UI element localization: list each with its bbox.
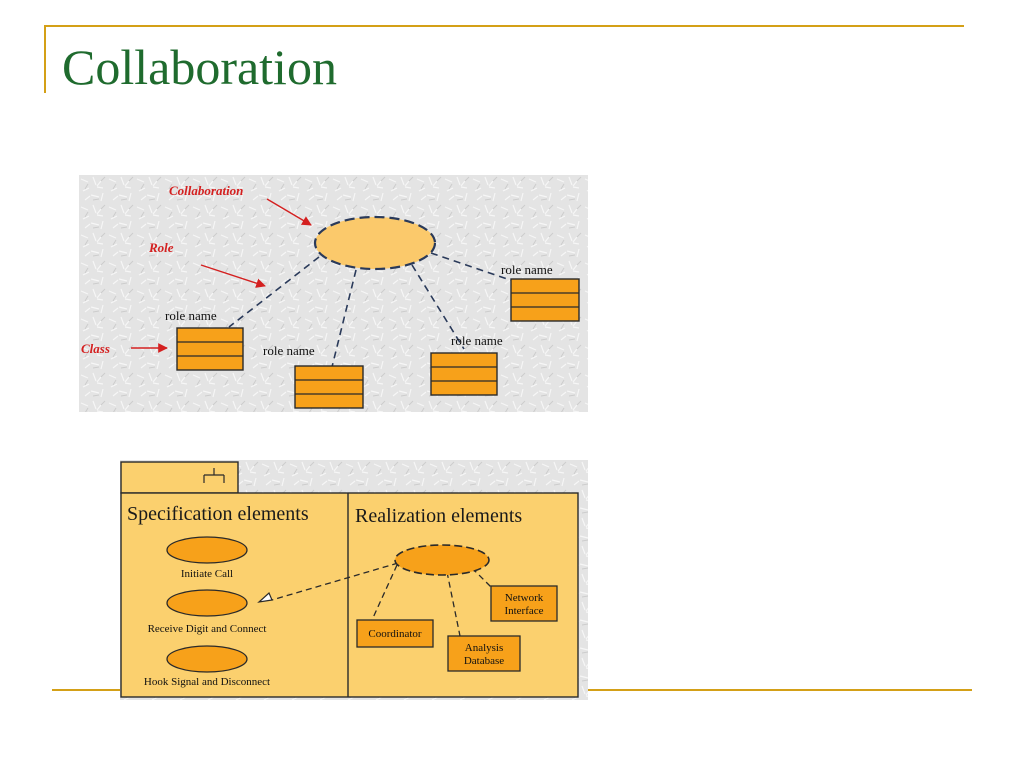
use-case-label: Receive Digit and Connect <box>148 623 267 635</box>
connector-analysis <box>446 571 461 637</box>
class-box-center <box>294 365 364 409</box>
class-box-right <box>430 352 498 396</box>
class-annotation: Class <box>81 341 110 356</box>
use-case-receive-digit <box>166 589 248 617</box>
role-name-label-far-right: role name <box>501 262 553 277</box>
class-label-analysis: Analysis <box>465 642 504 654</box>
collaboration-diagram: Collaboration Role Class role name role … <box>79 175 588 412</box>
role-name-label-center: role name <box>263 343 315 358</box>
class-box-far-right <box>510 278 580 322</box>
package-diagram-svg: Specification elements Realization eleme… <box>120 460 588 700</box>
class-label-interface: Interface <box>504 605 543 617</box>
collaboration-ellipse <box>394 544 490 576</box>
use-case-label: Initiate Call <box>181 568 233 580</box>
package-tab <box>120 461 239 494</box>
realization-dependency <box>271 562 399 601</box>
role-connector-right <box>411 264 465 350</box>
class-box-left <box>176 327 244 371</box>
role-name-label-left: role name <box>165 308 217 323</box>
realization-elements-header: Realization elements <box>355 505 522 527</box>
role-name-label-right: role name <box>451 333 503 348</box>
collaboration-diagram-svg: Collaboration Role Class role name role … <box>79 175 588 412</box>
realization-arrowhead-icon <box>257 591 273 603</box>
collaboration-pointer-arrow <box>266 198 312 226</box>
use-case-hook-signal <box>166 645 248 673</box>
class-label-database: Database <box>464 655 504 667</box>
class-network-interface <box>490 585 558 622</box>
spec-elements-header: Specification elements <box>127 503 309 525</box>
slide-title: Collaboration <box>62 39 337 95</box>
top-accent-rule <box>44 25 964 27</box>
collaboration-annotation: Collaboration <box>169 183 243 198</box>
use-case-label: Hook Signal and Disconnect <box>144 676 270 688</box>
class-analysis-database <box>447 635 521 672</box>
class-coordinator <box>356 619 434 648</box>
class-label-coordinator: Coordinator <box>368 628 421 640</box>
role-pointer-arrow <box>200 264 266 288</box>
role-annotation: Role <box>148 240 174 255</box>
package-diagram: Specification elements Realization eleme… <box>120 460 588 700</box>
connector-coordinator <box>371 564 398 621</box>
left-accent-rule <box>44 25 46 93</box>
use-case-initiate-call <box>166 536 248 564</box>
role-connector-far-right <box>430 252 514 282</box>
role-connector-center <box>330 269 357 372</box>
fork-icon <box>203 468 225 483</box>
collaboration-ellipse <box>313 215 437 271</box>
class-label-network: Network <box>505 592 544 604</box>
